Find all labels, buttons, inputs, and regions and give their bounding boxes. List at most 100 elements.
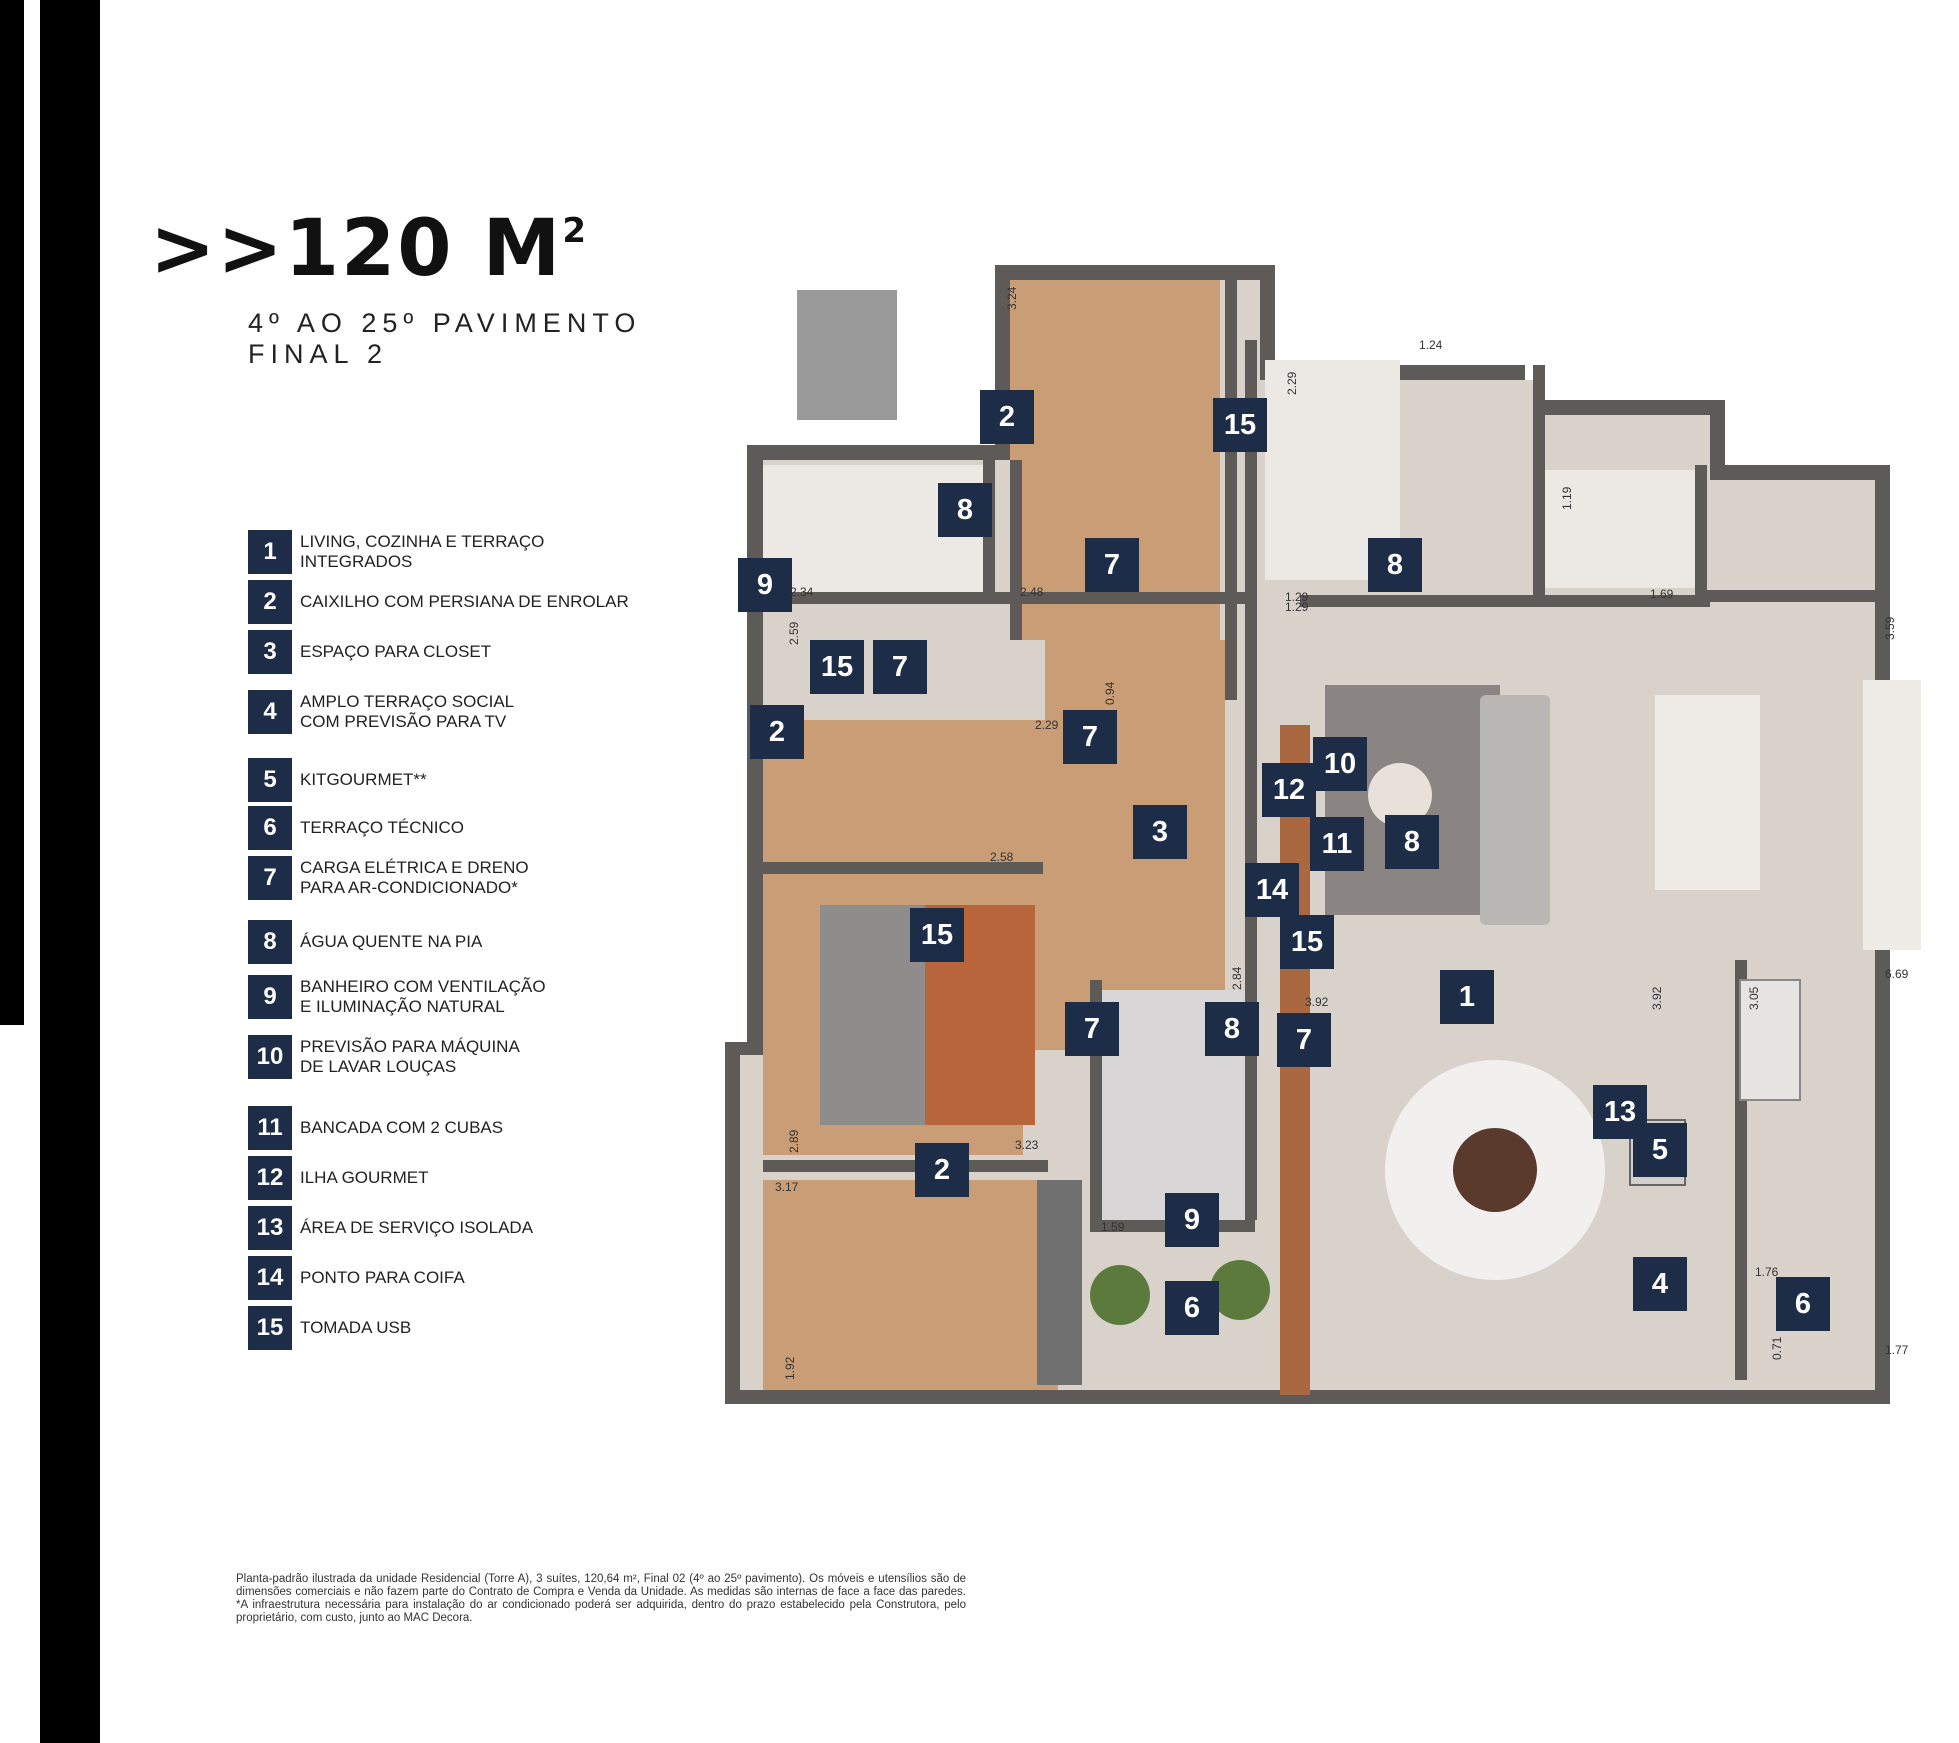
dimension-label: 3.05 — [1747, 986, 1761, 1010]
plan-marker-6: 6 — [1776, 1277, 1830, 1331]
legend-item: 14 PONTO PARA COIFA — [248, 1256, 465, 1300]
coffee-table — [1368, 763, 1432, 827]
unit-final-label: FINAL 2 — [248, 339, 389, 369]
legend-text: ÁGUA QUENTE NA PIA — [300, 932, 483, 951]
legend-item: 3 ESPAÇO PARA CLOSET — [248, 630, 491, 674]
plan-marker-9: 9 — [1165, 1193, 1219, 1247]
legend-number-badge: 5 — [248, 758, 292, 802]
legend-number-badge: 9 — [248, 975, 292, 1019]
dimension-label: 1.76 — [1755, 1265, 1779, 1279]
plan-marker-12: 12 — [1262, 763, 1316, 817]
dining-table-center — [1453, 1128, 1537, 1212]
plan-marker-2: 2 — [980, 390, 1034, 444]
dimension-label: 2.34 — [790, 585, 814, 599]
legend-item: 12 ILHA GOURMET — [248, 1156, 428, 1200]
footnote: Planta-padrão ilustrada da unidade Resid… — [236, 1573, 966, 1624]
plan-marker-3: 3 — [1133, 805, 1187, 859]
plan-marker-8: 8 — [1385, 815, 1439, 869]
bed-top — [797, 290, 897, 420]
bedroom-bottom-left-floor — [763, 1180, 1058, 1390]
legend-number-badge: 7 — [248, 856, 292, 900]
legend-number-badge: 12 — [248, 1156, 292, 1200]
dimension-label: 2.48 — [1020, 585, 1044, 599]
legend-text: LIVING, COZINHA E TERRAÇO INTEGRADOS — [300, 532, 545, 571]
legend-number-badge: 10 — [248, 1035, 292, 1079]
dimension-label: 1.29 — [1285, 590, 1309, 604]
legend-text: CARGA ELÉTRICA E DRENO PARA AR-CONDICION… — [300, 858, 529, 897]
plan-marker-9: 9 — [738, 558, 792, 612]
plant — [1090, 1265, 1150, 1325]
plan-marker-14: 14 — [1245, 863, 1299, 917]
plan-marker-13: 13 — [1593, 1085, 1647, 1139]
legend-text: ÁREA DE SERVIÇO ISOLADA — [300, 1218, 534, 1237]
dimension-label: 3.17 — [775, 1180, 799, 1194]
legend-text: PREVISÃO PARA MÁQUINA DE LAVAR LOUÇAS — [300, 1037, 520, 1076]
dimension-label: 0.71 — [1770, 1336, 1784, 1360]
plan-marker-15: 15 — [1213, 398, 1267, 452]
dimension-label: 1.29 — [1285, 600, 1309, 614]
kitchen-island — [1655, 695, 1760, 890]
plan-marker-7: 7 — [1085, 538, 1139, 592]
legend-text: ESPAÇO PARA CLOSET — [300, 642, 492, 661]
left-black-bar-main — [40, 0, 100, 1743]
floor-range-label: 4º AO 25º PAVIMENTO — [248, 308, 642, 338]
dimension-label: 6.69 — [1885, 967, 1909, 981]
plan-marker-8: 8 — [1205, 1002, 1259, 1056]
legend-number-badge: 14 — [248, 1256, 292, 1300]
legend-text: ILHA GOURMET — [300, 1168, 429, 1187]
legend-text: PONTO PARA COIFA — [300, 1268, 465, 1287]
plan-marker-4: 4 — [1633, 1257, 1687, 1311]
legend-number-badge: 11 — [248, 1106, 292, 1150]
legend-text: TERRAÇO TÉCNICO — [300, 818, 465, 837]
plan-marker-7: 7 — [873, 640, 927, 694]
legend-number-badge: 1 — [248, 530, 292, 574]
legend-text: BANCADA COM 2 CUBAS — [300, 1118, 504, 1137]
dimension-label: 2.29 — [1035, 718, 1059, 732]
plan-marker-7: 7 — [1277, 1013, 1331, 1067]
plan-marker-11: 11 — [1310, 817, 1364, 871]
dimension-label: 2.59 — [787, 621, 801, 645]
dimension-label: 1.59 — [1101, 1220, 1125, 1234]
dimension-label: 1.92 — [783, 1356, 797, 1380]
plan-marker-1: 1 — [1440, 970, 1494, 1024]
dimension-label: 3.92 — [1305, 995, 1329, 1009]
plan-marker-15: 15 — [810, 640, 864, 694]
plan-marker-8: 8 — [1368, 538, 1422, 592]
legend-text: AMPLO TERRAÇO SOCIAL COM PREVISÃO PARA T… — [300, 692, 515, 731]
plan-marker-15: 15 — [1280, 915, 1334, 969]
glass-partition — [1739, 979, 1801, 1101]
plan-marker-5: 5 — [1633, 1123, 1687, 1177]
plan-marker-7: 7 — [1065, 1002, 1119, 1056]
bath-right — [1545, 470, 1705, 588]
dimension-label: 1.24 — [1419, 338, 1443, 352]
kitchen-counter — [1863, 680, 1921, 950]
plan-marker-7: 7 — [1063, 710, 1117, 764]
dimension-label: 3.24 — [1005, 286, 1019, 310]
dimension-label: 3.92 — [1650, 986, 1664, 1010]
dimension-label: 2.58 — [990, 850, 1014, 864]
legend-item: 13 ÁREA DE SERVIÇO ISOLADA — [248, 1206, 533, 1250]
legend-number-badge: 13 — [248, 1206, 292, 1250]
legend-number-badge: 8 — [248, 920, 292, 964]
left-black-bar — [0, 0, 24, 1025]
plan-marker-10: 10 — [1313, 737, 1367, 791]
plan-marker-15: 15 — [910, 908, 964, 962]
dimension-label: 3.23 — [1015, 1138, 1039, 1152]
legend-number-badge: 3 — [248, 630, 292, 674]
plant — [1210, 1260, 1270, 1320]
dimension-label: 2.89 — [787, 1129, 801, 1153]
legend-item: 11 BANCADA COM 2 CUBAS — [248, 1106, 503, 1150]
dimension-label: 2.29 — [1285, 371, 1299, 395]
plan-marker-2: 2 — [750, 705, 804, 759]
legend-item: 8 ÁGUA QUENTE NA PIA — [248, 920, 482, 964]
dimension-label: 2.84 — [1230, 966, 1244, 990]
dimension-label: 3.59 — [1883, 616, 1897, 640]
legend-number-badge: 15 — [248, 1306, 292, 1350]
sofa — [1480, 695, 1550, 925]
